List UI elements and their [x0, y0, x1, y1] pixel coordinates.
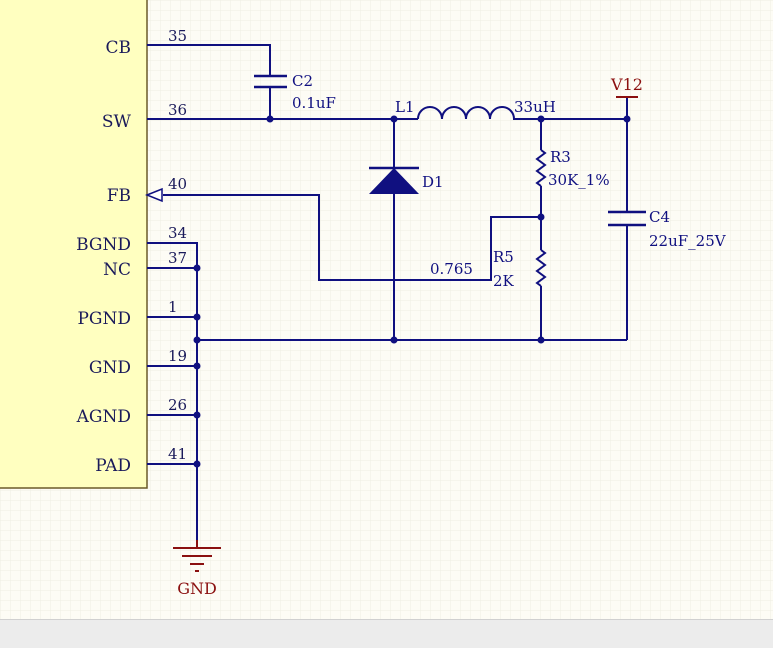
junction-dot — [193, 336, 201, 344]
junction-dot — [266, 115, 274, 123]
ic-component[interactable] — [0, 0, 148, 489]
junction-dot — [390, 115, 398, 123]
l1-coil — [417, 106, 515, 120]
pin-number-34: 34 — [168, 224, 187, 242]
diode-d1[interactable]: D1 — [369, 166, 444, 194]
resistor-r5[interactable]: R5 2K — [493, 248, 547, 290]
pin-name-nc: NC — [103, 260, 131, 280]
r5-ref: R5 — [493, 248, 514, 266]
pin-name-agnd: AGND — [76, 407, 131, 427]
junction-dot — [193, 264, 201, 272]
d1-triangle — [369, 168, 419, 194]
ic-pin-numbers: 35 36 40 34 37 1 19 26 41 — [168, 27, 187, 463]
junction-dot — [193, 411, 201, 419]
wire-fb-net[interactable] — [163, 194, 541, 281]
capacitor-c2[interactable]: C2 0.1uF — [254, 72, 336, 112]
capacitor-c4[interactable]: C4 22uF_25V — [608, 208, 727, 250]
junctions — [193, 115, 631, 468]
l1-ref: L1 — [395, 98, 415, 116]
r3-value: 30K_1% — [548, 171, 610, 189]
pin-name-pgnd: PGND — [77, 309, 131, 329]
r5-zigzag — [535, 249, 547, 287]
ic-body — [0, 0, 148, 489]
pin-number-41: 41 — [168, 445, 187, 463]
pin-name-cb: CB — [106, 38, 132, 58]
pin-name-pad: PAD — [95, 456, 131, 476]
pin-name-bgnd: BGND — [76, 235, 131, 255]
wire-cb-c2[interactable] — [147, 44, 271, 75]
pin-number-19: 19 — [168, 347, 187, 365]
power-port-gnd[interactable]: GND — [173, 540, 221, 598]
v12-label: V12 — [610, 75, 643, 94]
resistor-r3[interactable]: R3 30K_1% — [535, 148, 610, 189]
fb-voltage-label: 0.765 — [430, 260, 473, 278]
pin-number-35: 35 — [168, 27, 187, 45]
ic-pin-names: CB SW FB BGND NC PGND GND AGND PAD — [76, 38, 132, 476]
pin-number-36: 36 — [168, 101, 187, 119]
pin-number-40: 40 — [168, 175, 187, 193]
pin-name-fb: FB — [107, 186, 131, 206]
l1-value: 33uH — [514, 98, 556, 116]
junction-dot — [537, 115, 545, 123]
pin-number-26: 26 — [168, 396, 187, 414]
junction-dot — [193, 313, 201, 321]
c2-ref: C2 — [292, 72, 313, 90]
pin-name-sw: SW — [102, 112, 132, 132]
c4-value: 22uF_25V — [649, 232, 727, 250]
junction-dot — [390, 336, 398, 344]
fb-input-arrow-icon — [144, 187, 163, 203]
c2-value: 0.1uF — [292, 94, 336, 112]
wire-bgnd[interactable] — [147, 242, 198, 268]
inductor-l1[interactable]: L1 33uH — [395, 98, 556, 120]
junction-dot — [193, 362, 201, 370]
r5-value: 2K — [493, 272, 515, 290]
d1-ref: D1 — [422, 173, 444, 191]
junction-dot — [623, 115, 631, 123]
status-bar — [0, 619, 773, 648]
pin-number-1: 1 — [168, 298, 178, 316]
power-port-v12[interactable]: V12 — [610, 75, 643, 98]
pin-number-37: 37 — [168, 249, 187, 267]
junction-dot — [537, 336, 545, 344]
pin-name-gnd: GND — [89, 358, 131, 378]
r3-ref: R3 — [550, 148, 571, 166]
junction-dot — [193, 460, 201, 468]
c4-ref: C4 — [649, 208, 670, 226]
junction-dot — [537, 213, 545, 221]
r3-zigzag — [535, 149, 547, 187]
gnd-label: GND — [177, 579, 217, 598]
